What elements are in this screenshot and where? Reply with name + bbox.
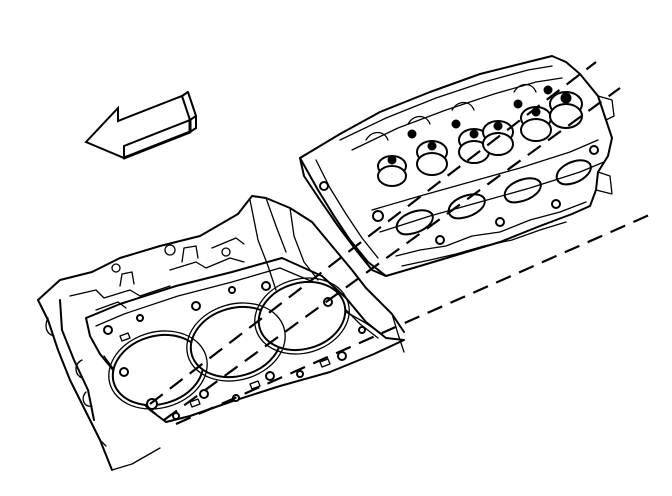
gasket-bolt-holes (103, 281, 366, 420)
head-gasket-icon (85, 257, 405, 423)
cylinder-bore (257, 281, 347, 351)
alignment-guide-line (163, 87, 621, 421)
alignment-guide-line (175, 210, 657, 426)
alignment-guide-line (149, 61, 597, 405)
cylinder-head-icon (299, 55, 615, 277)
valve-springs (377, 85, 583, 187)
engine-block-icon (37, 195, 405, 471)
front-direction-arrow-icon (84, 91, 197, 160)
alignment-guides (149, 61, 657, 426)
exhaust-ports (395, 159, 592, 236)
